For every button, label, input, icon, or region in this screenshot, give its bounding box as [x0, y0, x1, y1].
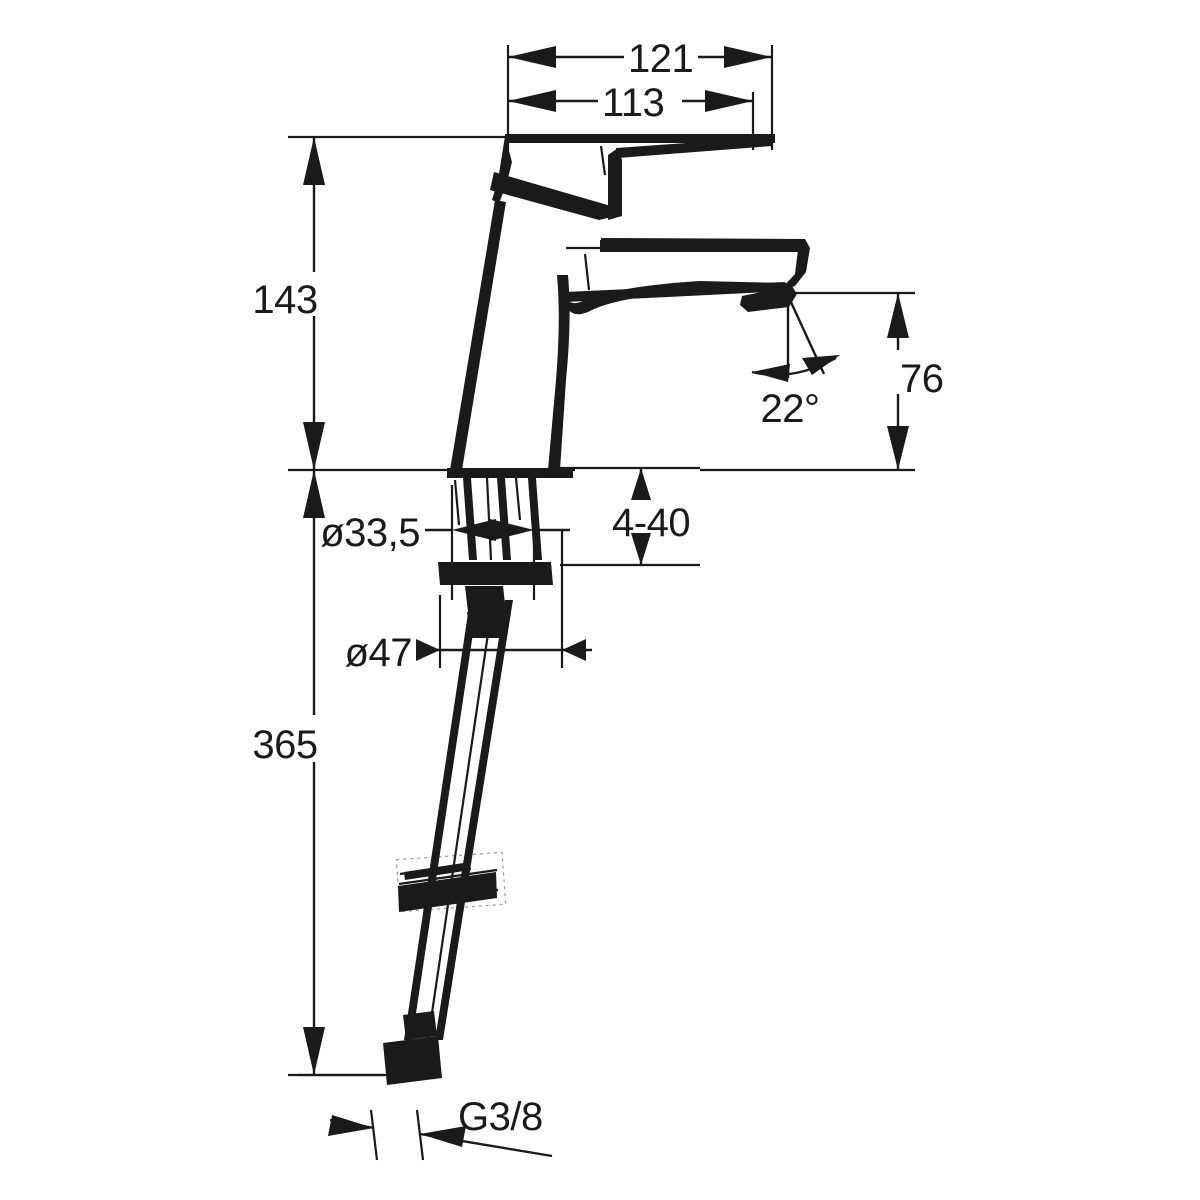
dimension-label-shank-dia: ø33,5: [320, 511, 420, 555]
dimension-label-22deg: 22°: [761, 387, 820, 431]
dimension-base-diameter: ø47: [345, 530, 592, 675]
dimension-label-121: 121: [628, 37, 693, 81]
dimension-height-body: 143: [252, 135, 575, 472]
dimension-width-total: 121: [506, 37, 774, 150]
flexible-hose: [404, 599, 513, 1041]
dimension-shank-diameter: ø33,5: [320, 485, 570, 600]
washer-plate: [438, 562, 553, 585]
dimension-deck-thickness: 4-40: [560, 466, 700, 567]
aerator: [740, 286, 797, 312]
mixer-body: [450, 200, 570, 470]
dimension-label-4-40: 4-40: [612, 501, 690, 545]
hose-union-nut: [298, 1011, 442, 1085]
dimension-label-143: 143: [252, 278, 317, 322]
dimension-label-365: 365: [252, 723, 317, 767]
lever-handle: [490, 134, 775, 220]
mounting-shank: [447, 468, 573, 561]
dimension-label-113: 113: [602, 81, 664, 125]
hose-break-symbol: [395, 851, 507, 913]
dimension-outlet-angle: 22°: [751, 299, 840, 431]
dimension-label-base-dia: ø47: [345, 631, 412, 675]
dimension-label-g38: G3/8: [458, 1095, 543, 1139]
dimension-width-spout: 113: [508, 81, 755, 150]
dimension-spout-height: 76: [700, 291, 944, 472]
dimension-label-76: 76: [900, 357, 944, 401]
dimension-thread-size: G3/8: [328, 1095, 553, 1161]
dimension-hose-length: 365: [252, 470, 400, 1077]
